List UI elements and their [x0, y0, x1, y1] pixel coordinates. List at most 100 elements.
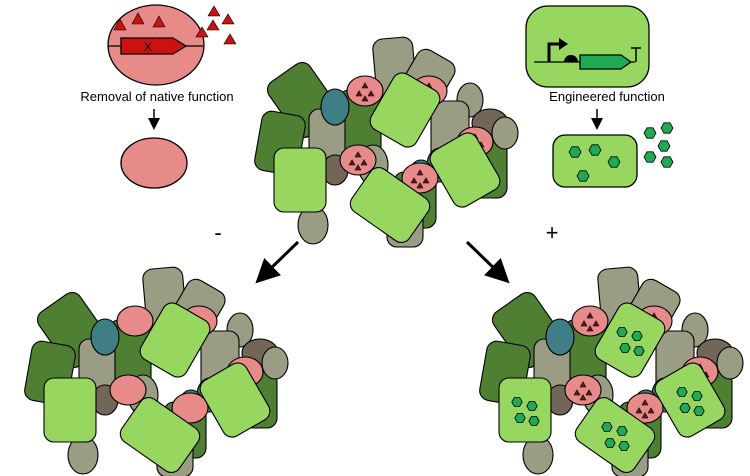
secreted-hexagons [643, 122, 674, 168]
hexagon-product-icon [511, 397, 523, 407]
hexagon-product-icon [633, 346, 645, 356]
cell-hexagons [568, 144, 621, 182]
triangle-product-icon [585, 389, 593, 396]
light-green-cell [594, 302, 666, 378]
light-green-cell [369, 72, 441, 148]
promoter-arrow-head [559, 38, 568, 50]
light-green-cell [43, 377, 97, 443]
hexagon-product-icon [616, 426, 628, 436]
triangle-product-icon [416, 182, 424, 189]
light-green-cell [654, 362, 726, 438]
right-title: Engineered function [549, 89, 665, 104]
light-green-cell [199, 362, 271, 438]
hexagon-product-icon [693, 406, 705, 416]
triangle-product-icon [422, 177, 430, 184]
hexagon-product-icon [526, 401, 538, 411]
triangle-product-icon [354, 164, 362, 171]
triangle-product-icon [641, 399, 649, 406]
modified-cell-native-removed [120, 137, 188, 189]
plus-arrow [465, 240, 510, 284]
triangle-product-icon [579, 381, 587, 388]
hexagon-product-icon [601, 422, 613, 432]
modified-cell-engineered [552, 134, 638, 188]
hexagon-product-icon [676, 387, 688, 397]
triangle-product-icon [348, 159, 356, 166]
triangle-product-icon [354, 151, 362, 158]
hexagon-product-icon [616, 327, 628, 337]
bottom-right-community [479, 266, 744, 476]
hexagon-product-icon [618, 441, 630, 451]
olive-cell [716, 346, 744, 380]
triangle-product-icon [586, 312, 594, 319]
native-producer-cell [171, 392, 209, 424]
hexagon-product-icon [679, 403, 691, 413]
triangle-product-icon [579, 394, 587, 401]
teal-cell [90, 318, 120, 356]
secreted-triangles [113, 5, 237, 45]
triangle-product-icon [635, 407, 643, 414]
triangle-product-icon [592, 320, 600, 327]
ribosome-binding-site [564, 55, 578, 62]
native-producer-cell [339, 144, 377, 176]
olive-cell [491, 116, 519, 150]
hexagon-product-icon [528, 416, 540, 426]
triangle-product-icon [641, 412, 649, 419]
hexagon-product-icon [607, 156, 621, 168]
native-producer-cell [564, 374, 602, 406]
promoter-arrow [547, 42, 560, 62]
native-gene-arrow [120, 37, 188, 55]
minus-sign: - [214, 220, 221, 245]
light-green-cell [273, 147, 327, 213]
hexagon-product-icon [576, 170, 590, 182]
engineered-gene-arrow [579, 54, 633, 70]
teal-cell [545, 318, 575, 356]
minus-arrow [255, 240, 300, 284]
plus-sign: + [546, 220, 559, 245]
engineered-cell-inset: Engineered function [525, 5, 674, 188]
light-green-cell [349, 167, 431, 243]
top-community [254, 36, 519, 248]
hexagon-product-icon [619, 343, 631, 353]
triangle-product-icon [647, 407, 655, 414]
triangle-product-icon [416, 169, 424, 176]
hexagon-product-icon [631, 331, 643, 341]
native-producer-cell [346, 75, 384, 107]
light-green-cell [119, 397, 201, 473]
hexagon-product-icon [588, 144, 602, 156]
triangle-product-icon [410, 177, 418, 184]
triangle-product-icon [361, 82, 369, 89]
light-green-cell [139, 302, 211, 378]
native-producer-cell [116, 305, 154, 337]
triangle-product-icon [367, 90, 375, 97]
olive-cell [261, 346, 289, 380]
terminator [631, 47, 641, 62]
native-producer-cell [109, 374, 147, 406]
hexagon-product-icon [660, 156, 674, 168]
triangle-product-icon [361, 95, 369, 102]
light-green-cell [574, 397, 656, 473]
native-gene-mark: X [144, 40, 152, 54]
native-cell-inset: X Removal of native function [80, 4, 237, 189]
native-producer-cell [571, 305, 609, 337]
native-producer-cell [401, 162, 439, 194]
bottom-left-community [24, 266, 289, 476]
light-green-cell [498, 377, 552, 443]
triangle-product-icon [580, 320, 588, 327]
engineered-construct-cell [525, 5, 650, 88]
triangle-product-icon [355, 90, 363, 97]
hexagon-product-icon [568, 146, 582, 158]
hexagon-product-icon [660, 122, 674, 134]
hexagon-product-icon [691, 391, 703, 401]
teal-cell [320, 88, 350, 126]
hexagon-product-icon [514, 413, 526, 423]
light-green-cell [429, 132, 501, 208]
triangle-product-icon [586, 325, 594, 332]
hexagon-product-icon [643, 127, 657, 139]
left-title: Removal of native function [80, 89, 233, 104]
native-producer-cell [626, 392, 664, 424]
triangle-product-icon [360, 159, 368, 166]
hexagon-product-icon [604, 438, 616, 448]
triangle-product-icon [573, 389, 581, 396]
